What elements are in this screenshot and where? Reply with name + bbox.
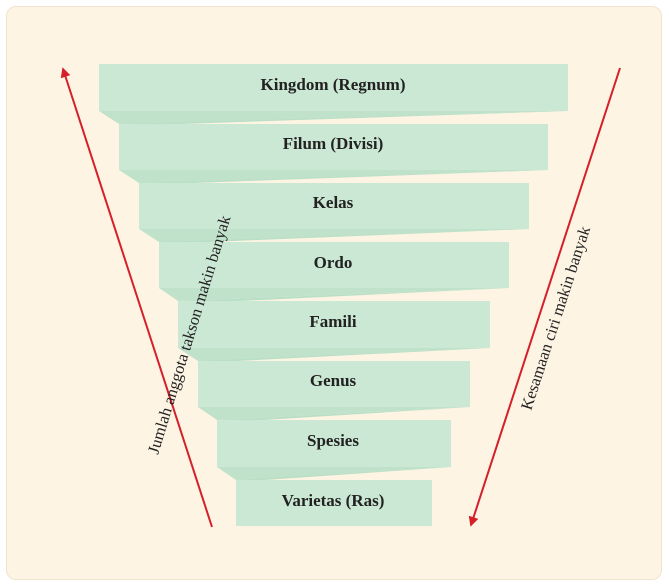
level-label: Kingdom (Regnum) [261, 75, 406, 94]
taxon-level-famili: Famili [178, 301, 490, 348]
level-label: Famili [309, 312, 356, 331]
ribbon-segment [119, 170, 548, 183]
band-fold [119, 111, 568, 126]
ribbon-segment [178, 348, 490, 361]
taxon-level-ordo: Ordo [159, 242, 509, 288]
band-fold [236, 467, 451, 482]
band [236, 480, 432, 526]
level-label: Spesies [307, 431, 359, 450]
band [119, 124, 548, 170]
ribbon-segment [99, 111, 568, 124]
right-down-arrow [468, 67, 621, 527]
taxon-level-varietas: Varietas (Ras) [236, 480, 432, 526]
band [198, 361, 470, 407]
ribbon-segment [217, 467, 451, 480]
band-fold [159, 229, 529, 244]
ribbon-segment [198, 407, 470, 420]
band [159, 242, 509, 288]
level-label: Genus [310, 371, 357, 390]
band-fold [217, 407, 470, 423]
left-up-arrow [60, 67, 213, 528]
right-arrow-label: Kesamaan ciri makin banyak [517, 223, 595, 412]
band [178, 301, 490, 348]
band-fold [139, 170, 548, 185]
taxon-level-spesies: Spesies [217, 420, 451, 467]
taxon-level-filum: Filum (Divisi) [119, 124, 548, 170]
taxon-level-kingdom: Kingdom (Regnum) [99, 64, 568, 111]
level-label: Filum (Divisi) [283, 134, 384, 153]
band-fold [198, 348, 490, 363]
ribbon-segment [139, 229, 529, 242]
band-folds [119, 111, 568, 482]
level-label: Ordo [314, 253, 353, 272]
taxon-level-genus: Genus [198, 361, 470, 407]
taxon-level-kelas: Kelas [139, 183, 529, 229]
level-label: Varietas (Ras) [282, 491, 385, 510]
band-ribbon [99, 111, 568, 480]
band-fold [178, 288, 509, 304]
ribbon-segment [159, 288, 509, 301]
level-label: Kelas [313, 193, 354, 212]
band [217, 420, 451, 467]
band [139, 183, 529, 229]
band [99, 64, 568, 111]
